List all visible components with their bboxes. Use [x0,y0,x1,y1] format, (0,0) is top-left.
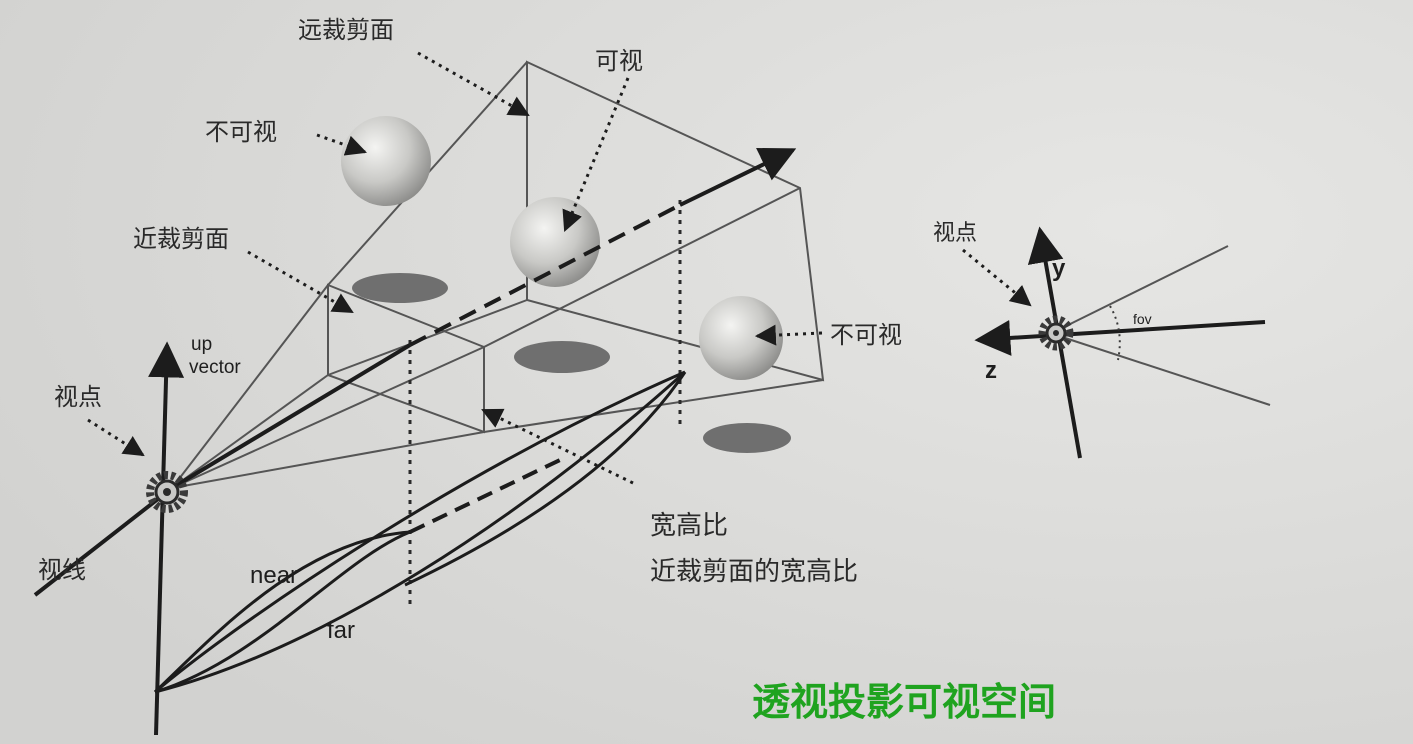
frustum-edge [327,299,528,376]
z-axis-arrow-icon [974,320,1266,356]
sight-line [170,343,412,490]
viewpoint-right-label: 视点 [933,221,977,246]
fov-label: fov [1133,311,1152,327]
distance-arcs [153,370,687,694]
far-arc-tail [404,371,687,587]
shadow-ellipse [514,341,610,373]
fov-inset [974,226,1271,459]
drop-lines [408,200,682,605]
near-aspect-label: 近裁剪面的宽高比 [650,557,858,587]
near-plane-label: 近裁剪面 [133,225,229,253]
aspect-label: 宽高比 [650,511,728,541]
sight-arrow-icon [679,147,797,207]
pointer-arrows [87,51,1032,485]
near-arc-lower [154,530,411,694]
frustum-edge [483,379,824,433]
visible-pointer-arrow-icon [562,77,630,232]
line-of-sight-group [33,147,797,597]
gear-icon [1038,315,1074,351]
far-plane-pointer-arrow-icon [417,51,530,117]
invisible-right-pointer-arrow-icon [754,324,823,346]
viewpoint-pointer-arrow-icon [87,418,145,457]
near-to-far-dashed [409,458,561,534]
far-arc-upper [154,370,686,694]
view-ray [171,374,329,489]
fov-upper-ray [1055,245,1229,332]
sphere-icon [699,296,783,380]
shadow-ellipse [352,273,448,303]
sight-line-back [33,486,174,597]
up-label: up [191,334,212,355]
invisible-pointer-arrow-icon [316,133,367,156]
invisible-top-label: 不可视 [205,118,277,146]
fov-lower-ray [1055,334,1271,406]
sphere-icon [510,197,600,287]
caption-title: 透视投影可视空间 [752,680,1056,724]
view-ray [171,346,485,489]
invisible-right-label: 不可视 [830,321,902,349]
near-label: near [250,562,298,589]
sight-line-dashed [409,203,681,347]
far-plane-label: 远裁剪面 [298,16,394,44]
sphere-icon [341,116,431,206]
far-label: far [327,617,355,644]
text-labels: 远裁剪面 可视 不可视 近裁剪面 不可视 视点 up vector 视线 nea… [38,16,1152,724]
visible-label: 可视 [595,47,643,75]
view-ray [171,284,329,489]
shadow-group [352,273,791,453]
up-vector-group [148,341,185,736]
gear-icon [146,471,188,513]
viewpoint-right-pointer-arrow-icon [962,248,1032,307]
shadow-ellipse [703,423,791,453]
y-axis-label: y [1052,255,1066,282]
up-vector-arrow-icon [148,341,185,736]
view-frustum [171,60,825,489]
line-of-sight-label: 视线 [38,556,86,584]
z-axis-label: z [985,357,997,384]
viewpoint-left-label: 视点 [54,383,102,411]
far-arc-lower [154,370,687,694]
view-ray [171,431,485,489]
vector-label: vector [189,357,241,378]
frustum-edge [483,187,801,348]
